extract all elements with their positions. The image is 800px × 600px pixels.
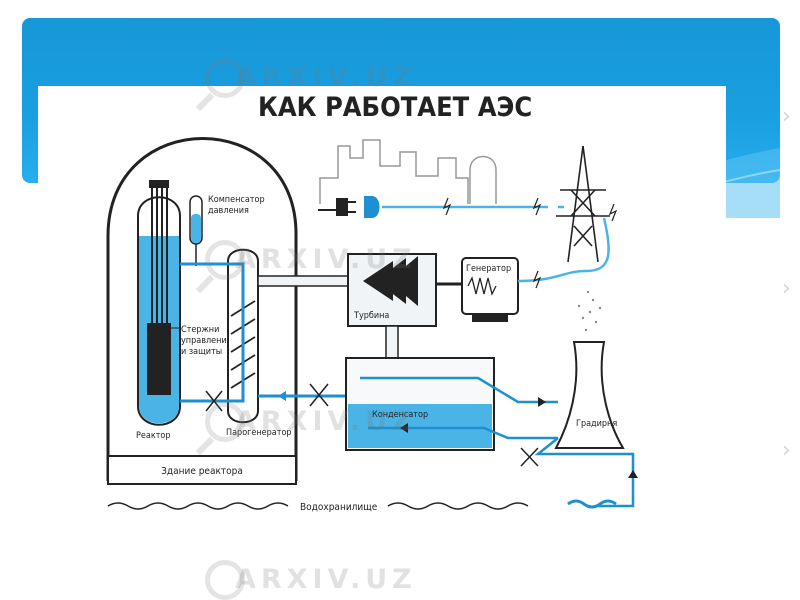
label-reactor-building: Здание реактора [161,466,243,477]
reservoir-waves-right [387,502,529,510]
watermark-logo-icon [205,560,245,600]
bullet-chevron-icon: › [782,104,791,129]
socket-icon [364,196,380,218]
circulation-pump-icon [520,447,539,467]
label-cooling-tower: Градирня [576,419,617,429]
reservoir-waves-left [107,502,289,510]
watermark-text: ARXIV.UZ [235,62,417,93]
bullet-chevron-icon: › [782,438,791,463]
containment-dome [106,137,298,481]
watermark-logo-icon [205,402,245,442]
primary-cold-leg [180,386,245,403]
steam-line [257,275,349,287]
city-skyline-icon [319,139,469,204]
label-reactor: Реактор [136,431,171,441]
condenser-water [348,404,492,448]
exhaust-pipe [385,325,399,359]
label-generator: Генератор [466,264,511,274]
cooling-tower [554,341,625,449]
watermark-logo-icon [205,58,245,98]
npp-diagram: КАК РАБОТАЕТ АЭС Здание реактора Стержни… [106,92,638,513]
label-turbine: Турбина [353,310,389,321]
reservoir-pipe [534,437,635,508]
cooling-pipe-in [368,426,558,440]
label-control-rods: Стержни управления и защиты [181,325,234,357]
plug-icon [336,198,348,216]
turbine-blades-icon [363,256,418,306]
diagram-title: КАК РАБОТАЕТ АЭС [258,92,532,123]
power-line-generator [517,269,587,283]
bullet-chevron-icon: › [782,276,791,301]
label-steam-generator: Парогенератор [226,428,292,438]
label-pressurizer: Компенсатор давления [208,195,267,216]
cooling-tower-vapor [577,290,602,332]
label-condenser: Конденсатор [372,410,428,420]
watermark-text: ARXIV.UZ [235,244,417,275]
intake-waves [567,499,617,509]
control-rods-icon [147,180,171,395]
feedwater-pump-icon [309,383,329,407]
label-reservoir: Водохранилище [300,502,378,513]
watermark-text: ARXIV.UZ [235,564,417,595]
reactor-building-base [107,455,297,485]
transmission-tower-icon [556,145,610,263]
watermark-text: ARXIV.UZ [235,406,417,437]
generator-coil-icon [467,276,497,296]
watermark-logo-icon [205,240,245,280]
